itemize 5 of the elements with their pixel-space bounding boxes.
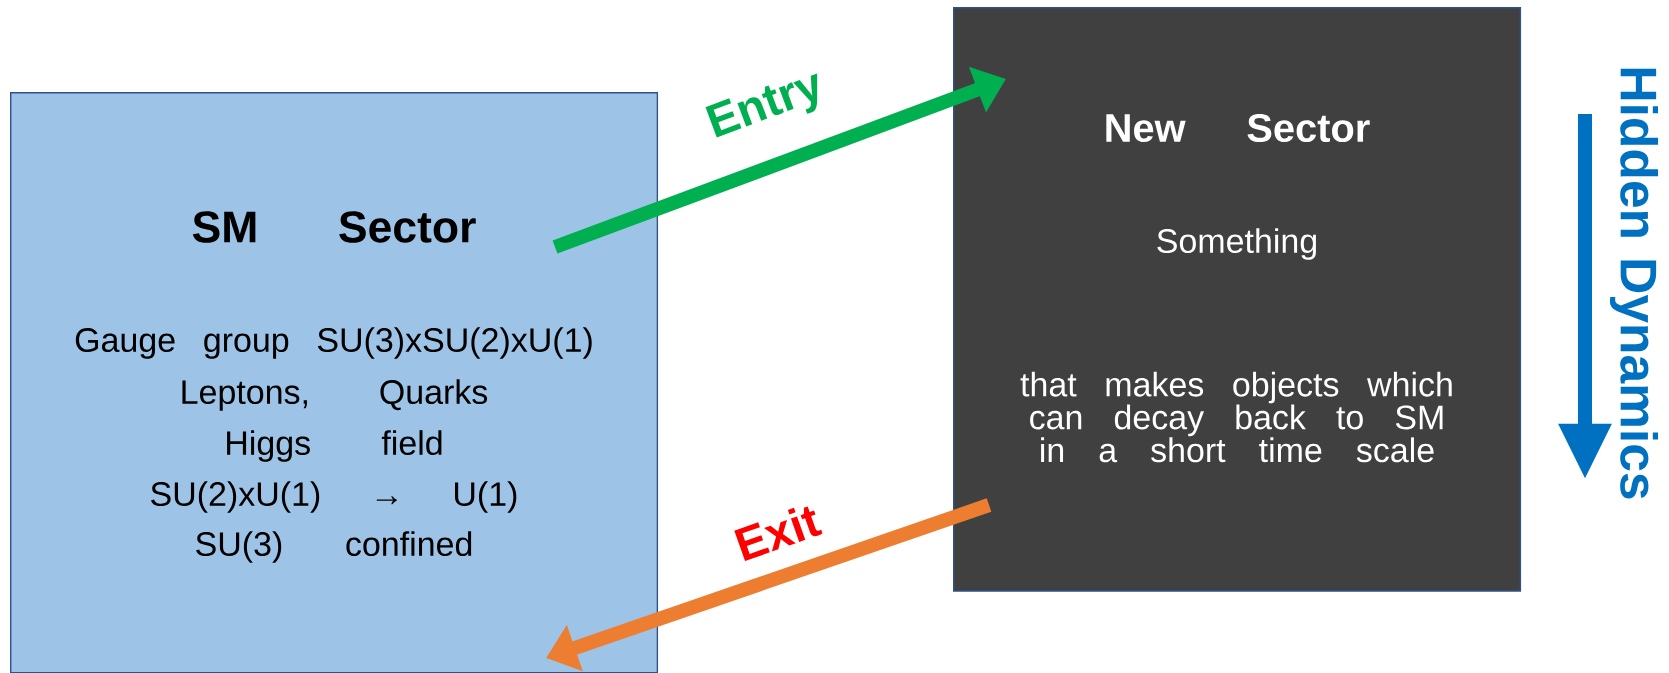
sector-box: New Sector Something that makes objects which can decay back to SM in a short time scale [953,7,1522,592]
side-label: Hidden Dynamics [1610,68,1659,499]
sector-box: SM Sector Gauge group SU(3)xSU(2)xU(1) Leptons, Quarks Higgs field SU(2)xU(1) → U(1) SU(3) confined [10,92,659,673]
edge-label: Entry [705,73,818,138]
edge-label: Exit [734,506,823,562]
